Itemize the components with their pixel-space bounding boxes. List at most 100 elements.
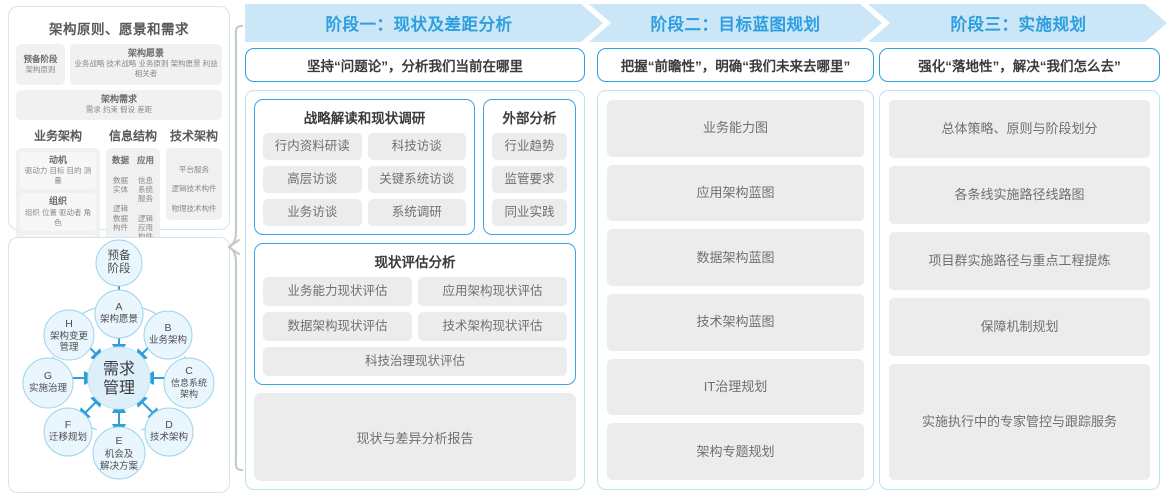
business-architecture-head: 业务架构 [33,128,82,143]
tech-chip-1: 平台服务 [170,161,218,178]
organization-head: 组织 [48,196,67,207]
phase-bars-shape [245,4,1167,42]
external-analysis-tile[interactable]: 行业趋势 [492,133,567,160]
information-structure-head: 信息结构 [108,128,157,143]
adm-node-a-label: 架构愿景 [100,313,138,325]
adm-center-node [87,346,151,410]
motivation-group: 动机 驱动力 目标 目的 测量 [20,151,96,190]
phase-2-item[interactable]: 业务能力图 [607,100,864,157]
prelim-node-label-1: 预备 [108,248,131,262]
adm-node-e-key: E [115,435,122,447]
togaf-panel-title: 架构原则、愿景和需求 [49,22,189,37]
adm-center-label-2: 管理 [103,379,135,397]
adm-node-e-label-1: 机会及 [105,448,134,460]
adm-center-label-1: 需求 [103,360,135,378]
tech-chip-2: 逻辑技术构件 [170,181,218,197]
strategy-survey-tile[interactable]: 科技访谈 [367,133,466,160]
prelim-phase-sub: 架构原则 [25,64,56,74]
phase-2-body: 业务能力图 应用架构蓝图 数据架构蓝图 技术架构蓝图 IT治理规划 架构专题规划 [597,90,874,490]
strategy-survey-tile[interactable]: 关键系统访谈 [367,166,466,193]
phase-1-tagline: 坚持“问题论”，分析我们当前在哪里 [245,48,585,82]
adm-cycle-panel: 预备 阶段 需求 管理 A 架构愿景 B 业务架构 C 信息系统 架构 [8,237,230,493]
phase-3-item[interactable]: 实施执行中的专家管控与跟踪服务 [889,364,1150,480]
adm-node-e-label-2: 解决方案 [100,460,139,472]
strategy-survey-tile[interactable]: 高层访谈 [263,166,362,193]
architecture-requirements-head: 架构需求 [100,93,137,104]
technology-architecture-head: 技术架构 [169,128,218,143]
phase-2-item[interactable]: IT治理规划 [607,358,864,416]
phase-bar-3-shape [868,4,1167,42]
external-analysis-tiles: 行业趋势 监管要求 同业实践 [492,133,567,226]
adm-node-h-key: H [65,318,73,330]
adm-node-d [144,407,194,457]
phase-3-item[interactable]: 总体策略、原则与阶段划分 [889,100,1150,158]
phase-2-item[interactable]: 技术架构蓝图 [607,294,864,351]
vision-row: 预备阶段 架构原则 架构愿景 业务战略 技术战略 业务原则 架构愿景 利益相关者 [16,44,222,85]
adm-cycle-diagram: 预备 阶段 需求 管理 A 架构愿景 B 业务架构 C 信息系统 架构 [22,239,215,480]
technology-architecture-column: 技术架构 平台服务 逻辑技术构件 物理技术构件 [166,127,222,287]
external-analysis-card: 外部分析 行业趋势 监管要求 同业实践 [483,99,576,235]
adm-node-h [43,309,95,361]
architecture-requirements-box: 架构需求 需求 约束 假设 差距 [16,89,222,120]
adm-node-d-key: D [165,419,173,431]
prelim-phase-head: 预备阶段 [23,53,58,64]
phase-bar-3-label: 阶段三：实施规划 [950,16,1087,34]
phase-2-column: 把握“前瞻性”，明确“我们未来去哪里” 业务能力图 应用架构蓝图 数据架构蓝图 … [597,48,874,490]
phase-3-item[interactable]: 保障机制规划 [889,298,1150,356]
strategy-survey-tile[interactable]: 系统调研 [367,199,466,226]
data-chip-title: 数据 [110,151,131,169]
motivation-sub: 驱动力 目标 目的 测量 [24,166,92,186]
adm-node-b-label: 业务架构 [149,334,187,346]
architecture-requirements-sub: 需求 约束 假设 差距 [85,104,153,114]
gap-analysis-report-tile[interactable]: 现状与差异分析报告 [254,393,576,481]
adm-node-d-label: 技术架构 [150,431,188,443]
phase-2-item[interactable]: 架构专题规划 [607,423,864,481]
strategy-survey-tiles: 行内资料研读 科技访谈 高层访谈 关键系统访谈 业务访谈 系统调研 [263,133,466,226]
prelim-node-label-2: 阶段 [108,261,131,275]
prelim-phase-box: 预备阶段 架构原则 [16,44,65,85]
adm-node-g [22,357,74,409]
assessment-tile[interactable]: 科技治理现状评估 [263,347,567,376]
phase-2-item[interactable]: 数据架构蓝图 [607,229,864,287]
assessment-tile[interactable]: 业务能力现状评估 [263,277,412,306]
assessment-tile[interactable]: 应用架构现状评估 [418,277,567,306]
adm-node-c [163,357,215,409]
adm-node-f [43,407,93,457]
adm-node-g-label: 实施治理 [29,382,68,394]
motivation-head: 动机 [48,154,67,165]
assessment-tile[interactable]: 技术架构现状评估 [418,312,567,341]
strategy-survey-tile[interactable]: 业务访谈 [263,199,362,226]
adm-node-c-label-2: 架构 [180,388,198,399]
adm-node-e [92,426,146,480]
adm-node-b [143,310,193,360]
adm-node-b-key: B [164,322,171,334]
adm-node-a-key: A [115,301,122,313]
brace-connector [228,24,244,472]
data-chip-1: 数据实体 [110,172,131,198]
phase-1-body: 战略解读和现状调研 行内资料研读 科技访谈 高层访谈 关键系统访谈 业务访谈 系… [245,90,585,490]
phase-bar-1-label: 阶段一：现状及差距分析 [325,16,513,34]
prelim-node [95,239,143,287]
strategy-survey-tile[interactable]: 行内资料研读 [263,133,362,160]
adm-node-f-label: 迁移规划 [49,431,87,443]
left-reference-column: 架构原则、愿景和需求 预备阶段 架构原则 架构愿景 业务战略 技术战略 业务原则… [8,6,230,493]
phase-3-item[interactable]: 各条线实施路径线路图 [889,166,1150,224]
phase-bar-1-shape [245,4,603,42]
technology-architecture-body: 平台服务 逻辑技术构件 物理技术构件 [166,147,222,220]
phase-bar-2-shape [589,4,882,42]
phase-3-item[interactable]: 项目群实施路径与重点工程提炼 [889,232,1150,290]
external-analysis-tile[interactable]: 监管要求 [492,166,567,193]
external-analysis-tile[interactable]: 同业实践 [492,199,567,226]
strategy-survey-card: 战略解读和现状调研 行内资料研读 科技访谈 高层访谈 关键系统访谈 业务访谈 系… [254,99,475,235]
adm-node-g-key: G [44,370,52,382]
organization-group: 组织 组织 位置 驱动者 角色 [20,193,96,231]
architecture-vision-box: 架构愿景 业务战略 技术战略 业务原则 架构愿景 利益相关者 [70,44,222,85]
assessment-tile[interactable]: 数据架构现状评估 [263,312,412,341]
adm-node-h-label-2: 管理 [59,341,79,353]
application-chip-title: 应用 [135,151,156,169]
external-analysis-title: 外部分析 [502,111,557,126]
phase-3-body: 总体策略、原则与阶段划分 各条线实施路径线路图 项目群实施路径与重点工程提炼 保… [879,90,1160,490]
adm-node-h-label-1: 架构变更 [50,330,89,342]
phase-2-item[interactable]: 应用架构蓝图 [607,164,864,222]
